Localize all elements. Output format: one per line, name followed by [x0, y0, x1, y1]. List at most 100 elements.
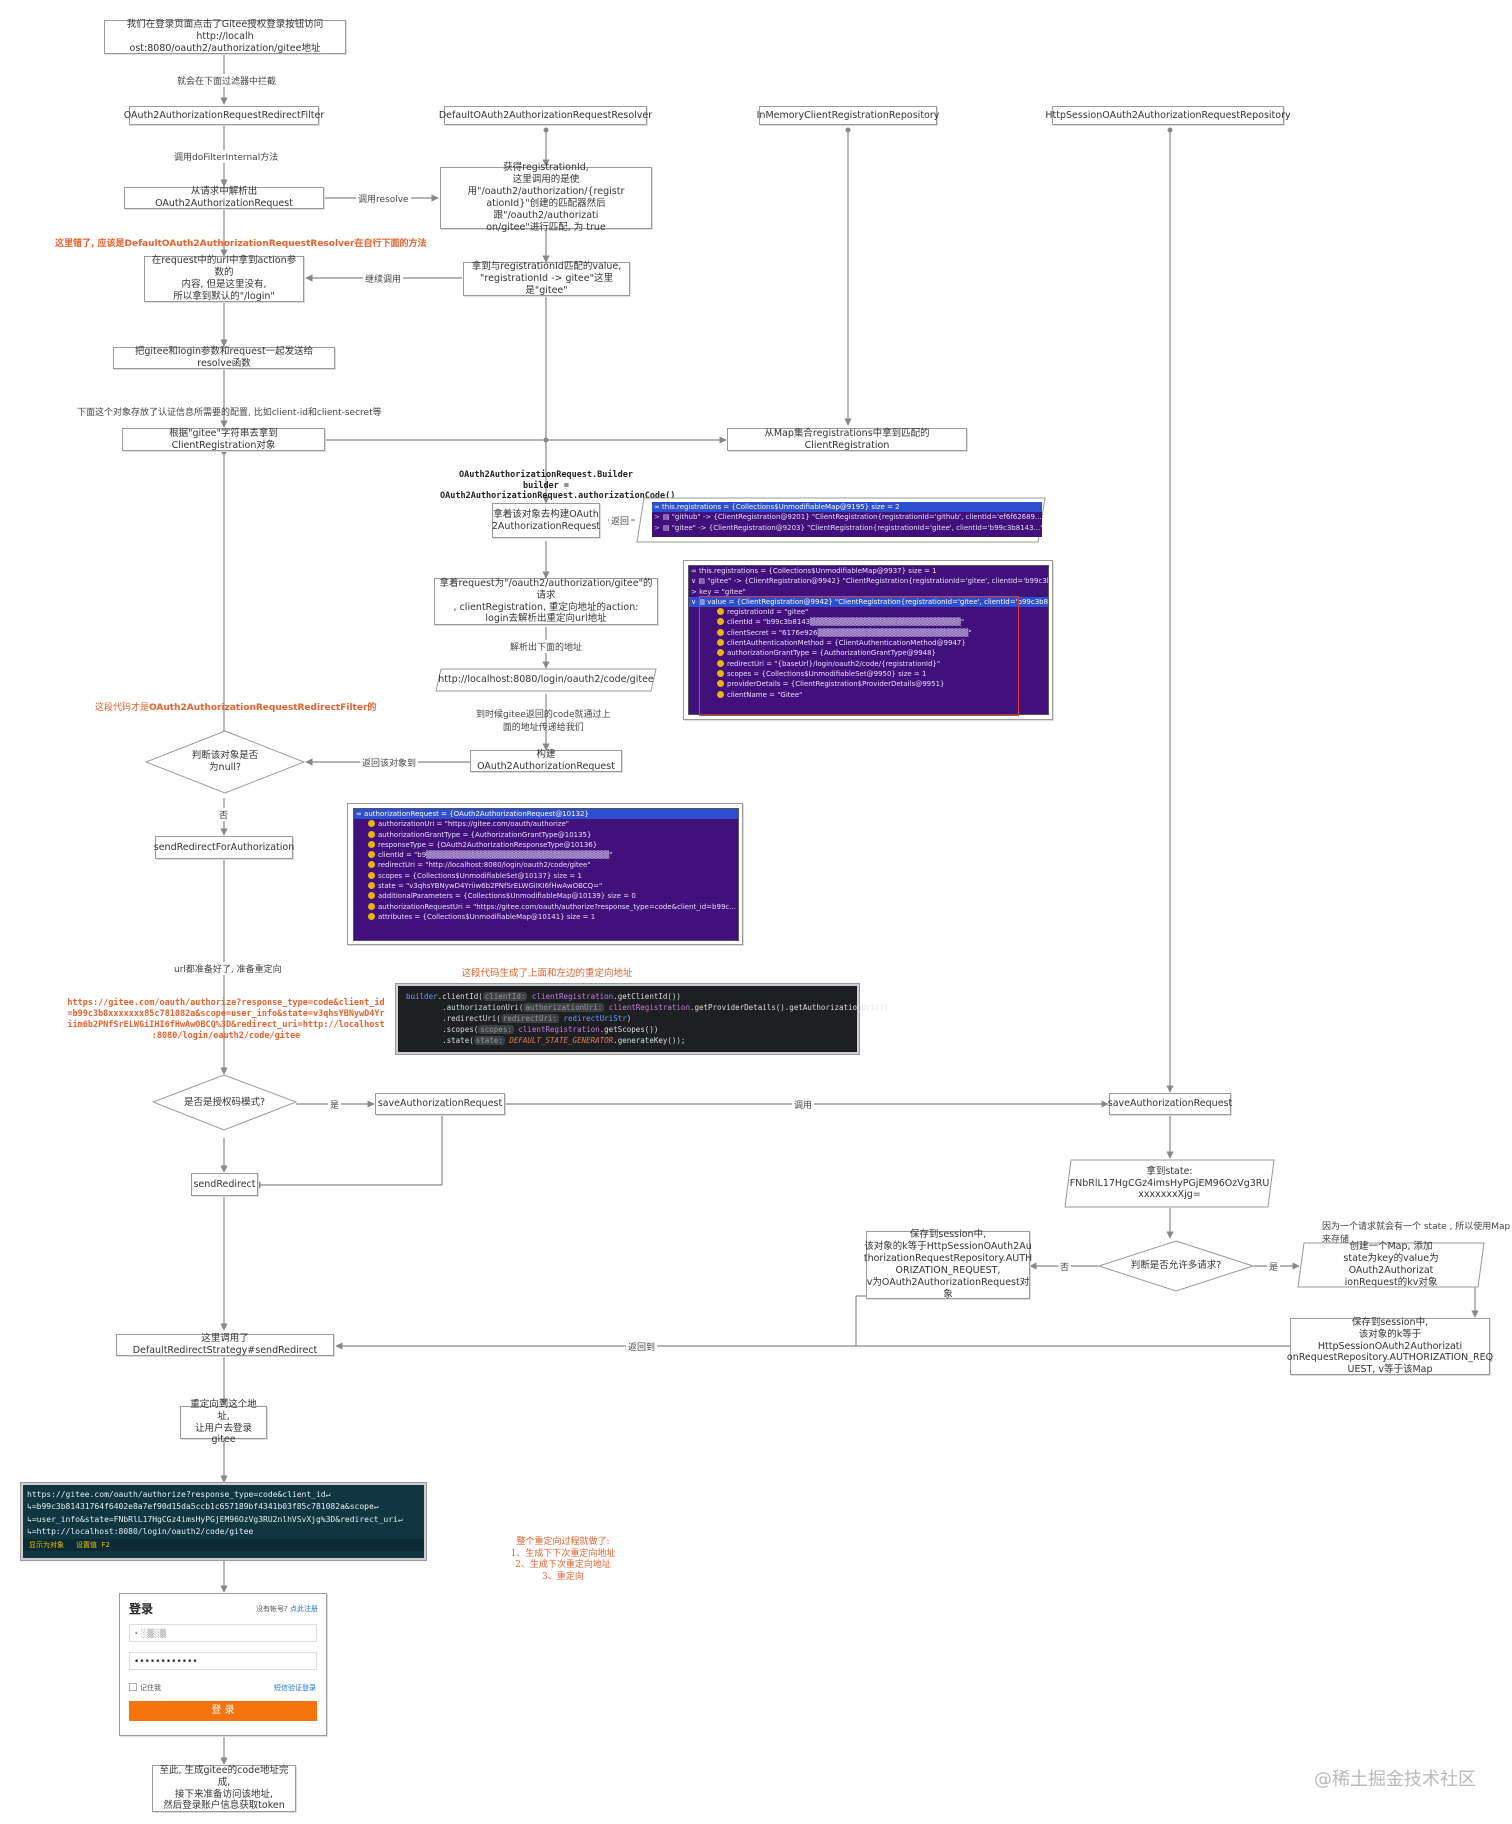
take-request-node: 拿着request为"/oauth2/authorization/gitee"的…	[434, 578, 658, 625]
registration-id-node: 获得registrationId, 这里调用的是使用"/oauth2/autho…	[440, 162, 652, 233]
url-line: https://gitee.com/oauth/authorize?respon…	[27, 1490, 331, 1499]
edge-label-no: 否	[217, 808, 231, 821]
debug-client-row-row: clientId = "b99c3b8143▒▒▒▒▒▒▒▒▒▒▒▒▒▒▒▒▒▒…	[689, 617, 1048, 627]
map-get-node: 从Map集合registrations中拿到匹配的ClientRegistrat…	[727, 428, 967, 451]
debug-client-row-row: clientSecret = "6176e926▒▒▒▒▒▒▒▒▒▒▒▒▒▒▒▒…	[689, 628, 1048, 638]
edge-label-call-filter: 调用doFilterInternal方法	[172, 150, 281, 163]
debug-registrations-row: ∞ this.registrations = {Collections$Unmo…	[652, 502, 1042, 513]
debug-authreq-row: scopes = {Collections$UnmodifiableSet@10…	[354, 871, 738, 881]
edge-label-call-resolve: 调用resolve	[356, 192, 411, 205]
red-note-generated: 这段代码生成了上面和左边的重定向地址	[461, 968, 633, 979]
debug-registrations-text: ▤ "gitee" -> {ClientRegistration@9203} "…	[662, 523, 1042, 532]
edge-label-no2: 否	[1058, 1260, 1072, 1273]
save-session-left-node: 保存到session中, 该对象的k等于HttpSessionOAuth2Au …	[863, 1229, 1033, 1300]
code-snippet: builder.clientId(clientId: clientRegistr…	[395, 983, 889, 1055]
field-icon	[368, 892, 375, 900]
debug-authreq-text: attributes = {Collections$UnmodifiableMa…	[378, 912, 596, 921]
action-param-node: 在request中的url中拿到action参数的 内容, 但是这里没有, 所以…	[144, 255, 304, 302]
filter-node: OAuth2AuthorizationRequestRedirectFilter	[124, 106, 324, 125]
field-icon	[368, 851, 375, 859]
debug-client-row-text: clientAuthenticationMethod = {ClientAuth…	[727, 639, 966, 648]
debug-registrations-row: >▤ "gitee" -> {ClientRegistration@9203} …	[652, 523, 1042, 533]
parse-request-node: 从请求中解析出OAuth2AuthorizationRequest	[124, 186, 324, 209]
remember-checkbox[interactable]	[129, 1683, 137, 1691]
sms-login-link[interactable]: 短信验证登录	[274, 1684, 316, 1692]
start-node: 我们在登录页面点击了Gitee授权登录按钮访问http://localh ost…	[104, 19, 346, 54]
field-icon	[717, 680, 724, 688]
field-icon	[717, 628, 724, 636]
save-session-right-node: 保存到session中, 该对象的k等于HttpSessionOAuth2Aut…	[1286, 1316, 1494, 1376]
debug-client-row-text: registrationId = "gitee"	[727, 608, 809, 617]
field-icon	[368, 830, 375, 838]
field-icon	[368, 840, 375, 848]
final-node: 至此, 生成gitee的code地址完成, 接下来准备访问该地址, 然后登录账户…	[152, 1765, 296, 1812]
field-icon	[368, 882, 375, 890]
red-note-summary: 整个重定向过程就做了: 1、生成下下次重定向地址 2、生成下次重定向地址 3、重…	[510, 1537, 616, 1583]
remember-me[interactable]: 记住我	[129, 1683, 161, 1693]
send-redirect-node: sendRedirect	[191, 1173, 258, 1196]
got-state-node: 拿到state: FNbRlL17HgCGz4imsHyPGjEM96OzVg3…	[1064, 1159, 1275, 1208]
debug-client-row-row: > key = "gitee"	[689, 587, 1048, 597]
debug-client-panel: ∞ this.registrations = {Collections$Unmo…	[688, 565, 1049, 715]
login-submit-button[interactable]: 登 录	[129, 1701, 317, 1721]
url-screenshot-footer: 显示为对象 设置值 F2	[23, 1538, 424, 1552]
debug-client-row-text: ∞ this.registrations = {Collections$Unmo…	[691, 567, 937, 575]
edge-label-return-to: 返回到	[626, 1340, 658, 1353]
debug-authreq-row: attributes = {Collections$UnmodifiableMa…	[354, 912, 738, 922]
username-input[interactable]: • ░▒░▒	[129, 1624, 317, 1642]
debug-registrations-text: ∞ this.registrations = {Collections$Unmo…	[654, 503, 900, 511]
edge-label-call: 调用	[792, 1098, 815, 1111]
note-builder-code: OAuth2AuthorizationRequest.Builder build…	[440, 470, 676, 502]
field-icon	[717, 690, 724, 698]
debug-authreq-text: additionalParameters = {Collections$Unmo…	[378, 892, 636, 901]
note-client-config: 下面这个对象存放了认证信息所需要的配置, 比如client-id和client-…	[77, 408, 382, 418]
debug-authreq-text: authorizationGrantType = {AuthorizationG…	[378, 830, 592, 839]
red-highlight-box	[699, 596, 1019, 716]
debug-client-row-text: scopes = {Collections$UnmodifiableSet@99…	[727, 669, 927, 678]
debug-authreq-row: state = "v3qhsYBNywD4Yriiw6b2PNfSrELWGiI…	[354, 881, 738, 891]
remember-label: 记住我	[140, 1684, 161, 1692]
url-screenshot: https://gitee.com/oauth/authorize?respon…	[20, 1482, 427, 1561]
debug-authreq-row: authorizationGrantType = {AuthorizationG…	[354, 830, 738, 840]
login-form: 登录 没有帐号? 点此注册 • ░▒░▒ •••••••••••• 记住我 短信…	[119, 1593, 327, 1736]
edge-label-return: 返回	[609, 514, 632, 527]
debug-client-row-text: authorizationGrantType = {AuthorizationG…	[727, 649, 937, 658]
debug-authreq-text: redirectUri = "http://localhost:8080/log…	[378, 861, 591, 870]
debug-authreq-row: authorizationRequestUri = "https://gitee…	[354, 902, 738, 912]
debug-registrations-panel: ∞ this.registrations = {Collections$Unmo…	[652, 502, 1042, 537]
build-req-node: 构建OAuth2AuthorizationRequest	[470, 749, 622, 772]
no-account-text: 没有帐号?	[256, 1605, 288, 1613]
is-null-decision: 判断该对象是否 为null?	[145, 730, 305, 794]
edge-label-yes: 是	[328, 1098, 342, 1111]
debug-authreq-row: redirectUri = "http://localhost:8080/log…	[354, 860, 738, 870]
set-value-link[interactable]: 设置值 F2	[76, 1540, 110, 1549]
build-with-object-node: 拿着该对象去构建OAuth 2AuthorizationRequest	[492, 503, 600, 538]
edge-label-intercepted: 就会在下面过滤器中拦截	[175, 74, 279, 87]
edge-label-yes2: 是	[1267, 1260, 1281, 1273]
register-link[interactable]: 点此注册	[290, 1605, 318, 1613]
debug-client-row-text: clientSecret = "6176e926▒▒▒▒▒▒▒▒▒▒▒▒▒▒▒▒…	[727, 628, 972, 637]
debug-client-row-row: redirectUri = "{baseUrl}/login/oauth2/co…	[689, 659, 1048, 669]
red-note-this-code: 这段代码才是OAuth2AuthorizationRequestRedirect…	[95, 703, 377, 713]
field-icon	[717, 669, 724, 677]
debug-authreq-text: state = "v3qhsYBNywD4Yriiw6b2PNfSrELWGiI…	[378, 882, 603, 891]
create-map-node: 创建一个Map, 添加 state为key的value为OAuth2Author…	[1297, 1241, 1485, 1288]
show-as-object-link[interactable]: 显示为对象	[29, 1540, 64, 1549]
debug-authreq-text: authorizationUri = "https://gitee.com/oa…	[378, 820, 569, 829]
debug-authreq-text: ∞ authorizationRequest = {OAuth2Authoriz…	[356, 810, 589, 818]
resolver-node: DefaultOAuth2AuthorizationRequestResolve…	[439, 106, 652, 125]
allow-many-decision: 判断是否允许多请求?	[1098, 1240, 1254, 1292]
field-icon	[717, 639, 724, 647]
field-icon	[368, 871, 375, 879]
field-icon	[368, 820, 375, 828]
debug-client-row-text: redirectUri = "{baseUrl}/login/oauth2/co…	[727, 659, 941, 668]
edge-label-continue-call: 继续调用	[363, 272, 404, 285]
password-input[interactable]: ••••••••••••	[129, 1652, 317, 1670]
debug-client-row-text: > key = "gitee"	[691, 587, 746, 596]
watermark: @稀土掘金技术社区	[1314, 1769, 1476, 1790]
got-value-node: 拿到与registrationId匹配的value, "registration…	[463, 261, 630, 296]
debug-authreq-text: authorizationRequestUri = "https://gitee…	[378, 902, 736, 911]
red-note-url-full: https://gitee.com/oauth/authorize?respon…	[67, 998, 385, 1042]
debug-authreq-row: authorizationUri = "https://gitee.com/oa…	[354, 819, 738, 829]
